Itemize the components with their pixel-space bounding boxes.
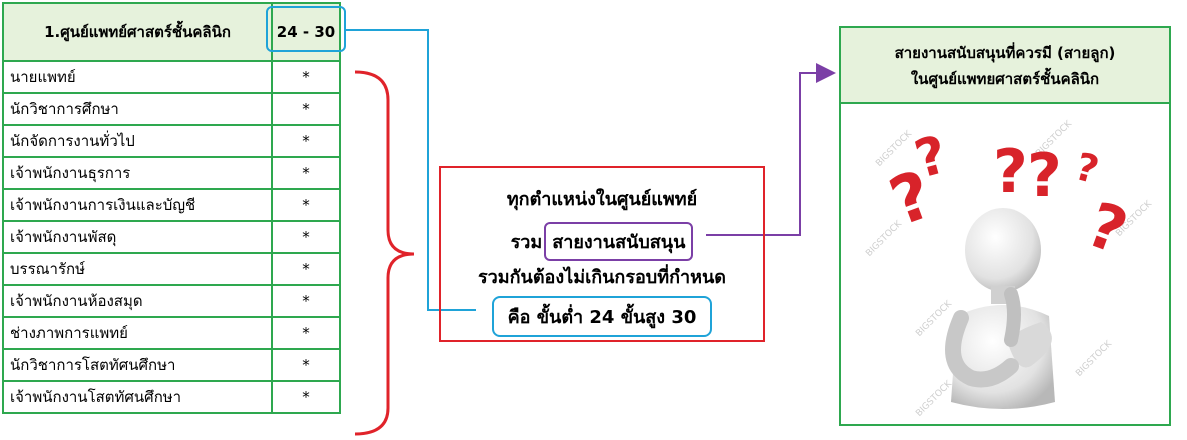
summary-line-2-prefix: รวม xyxy=(510,232,543,253)
support-positions-panel: สายงานสนับสนุนที่ควรมี (สายลูก) ในศูนย์แ… xyxy=(839,26,1171,426)
position-value: * xyxy=(271,348,341,382)
table-header-row: 1.ศูนย์แพทย์ศาสตร์ชั้นคลินิก 24 - 30 xyxy=(2,2,341,62)
svg-text:?: ? xyxy=(1071,144,1104,192)
position-name: เจ้าพนักงานโสตทัศนศึกษา xyxy=(2,380,273,414)
table-row: นักวิชาการศึกษา* xyxy=(2,92,341,126)
purple-arrow xyxy=(706,63,836,236)
position-name: เจ้าพนักงานพัสดุ xyxy=(2,220,273,254)
svg-text:?: ? xyxy=(993,137,1028,207)
table-row: เจ้าพนักงานธุรการ* xyxy=(2,156,341,190)
thinking-person-question-marks-icon: BIGSTOCK BIGSTOCK BIGSTOCK BIGSTOCK BIGS… xyxy=(841,104,1169,424)
table-row: เจ้าพนักงานโสตทัศนศึกษา* xyxy=(2,380,341,414)
table-row: เจ้าพนักงานพัสดุ* xyxy=(2,220,341,254)
position-table: 1.ศูนย์แพทย์ศาสตร์ชั้นคลินิก 24 - 30 นาย… xyxy=(2,2,341,414)
position-name: บรรณารักษ์ xyxy=(2,252,273,286)
position-name: นักวิชาการโสตทัศนศึกษา xyxy=(2,348,273,382)
position-name: ช่างภาพการแพทย์ xyxy=(2,316,273,350)
table-row: เจ้าพนักงานการเงินและบัญชี* xyxy=(2,188,341,222)
summary-line-3: รวมกันต้องไม่เกินกรอบที่กำหนด xyxy=(478,267,726,288)
position-name: เจ้าพนักงานการเงินและบัญชี xyxy=(2,188,273,222)
blue-connector xyxy=(346,29,476,311)
position-value: * xyxy=(271,124,341,158)
summary-line-4: คือ ขั้นต่ำ 24 ขั้นสูง 30 xyxy=(441,296,763,337)
position-name: นายแพทย์ xyxy=(2,60,273,94)
position-name: เจ้าพนักงานธุรการ xyxy=(2,156,273,190)
range-summary-highlight: คือ ขั้นต่ำ 24 ขั้นสูง 30 xyxy=(491,296,713,337)
position-value: * xyxy=(271,252,341,286)
center-name-header: 1.ศูนย์แพทย์ศาสตร์ชั้นคลินิก xyxy=(2,2,273,62)
position-value: * xyxy=(271,188,341,222)
position-value: * xyxy=(271,220,341,254)
position-name: เจ้าพนักงานห้องสมุด xyxy=(2,284,273,318)
position-value: * xyxy=(271,380,341,414)
table-row: บรรณารักษ์* xyxy=(2,252,341,286)
support-line-highlight: สายงานสนับสนุน xyxy=(544,222,694,261)
position-name: นักจัดการงานทั่วไป xyxy=(2,124,273,158)
table-row: นายแพทย์* xyxy=(2,60,341,94)
position-value: * xyxy=(271,156,341,190)
position-value: * xyxy=(271,284,341,318)
table-row: เจ้าพนักงานห้องสมุด* xyxy=(2,284,341,318)
summary-line-2: รวมสายงานสนับสนุน xyxy=(441,222,763,261)
position-name: นักวิชาการศึกษา xyxy=(2,92,273,126)
red-brace xyxy=(354,70,415,436)
position-value: * xyxy=(271,60,341,94)
table-row: นักจัดการงานทั่วไป* xyxy=(2,124,341,158)
range-highlight-box xyxy=(266,6,346,52)
svg-text:?: ? xyxy=(1027,141,1062,211)
summary-box: ทุกตำแหน่งในศูนย์แพทย์ รวมสายงานสนับสนุน… xyxy=(439,166,765,342)
panel-title-line-2: ในศูนย์แพทยศาสตร์ชั้นคลินิก xyxy=(910,70,1100,88)
panel-title-line-1: สายงานสนับสนุนที่ควรมี (สายลูก) xyxy=(894,44,1116,62)
position-value: * xyxy=(271,316,341,350)
position-value: * xyxy=(271,92,341,126)
svg-text:?: ? xyxy=(1078,187,1137,268)
table-row: นักวิชาการโสตทัศนศึกษา* xyxy=(2,348,341,382)
table-row: ช่างภาพการแพทย์* xyxy=(2,316,341,350)
panel-header: สายงานสนับสนุนที่ควรมี (สายลูก) ในศูนย์แ… xyxy=(841,28,1169,104)
summary-line-1: ทุกตำแหน่งในศูนย์แพทย์ xyxy=(506,189,698,210)
